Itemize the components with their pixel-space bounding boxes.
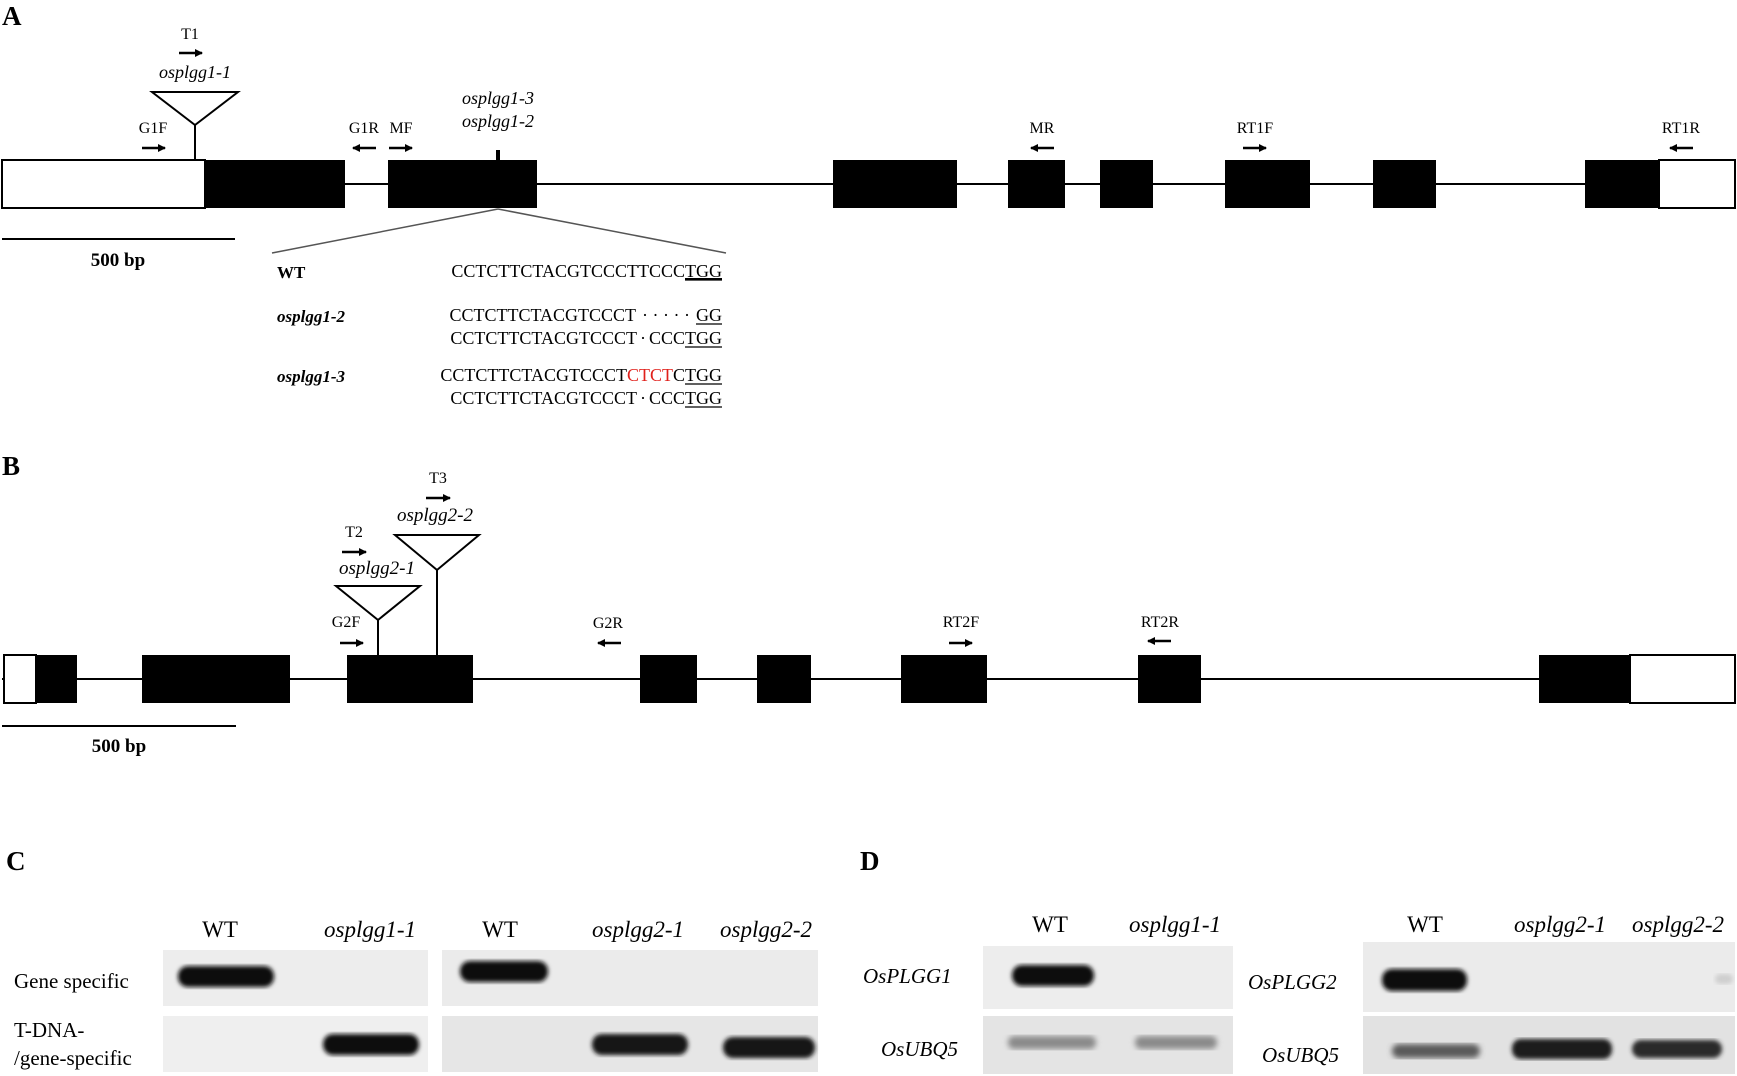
c-gel-left-top xyxy=(163,950,428,1006)
gene1-exon-6 xyxy=(1225,160,1310,208)
gene2-5utr xyxy=(3,654,37,704)
d-band-wt-osplgg2 xyxy=(1382,969,1467,991)
primer-rt2r-label: RT2R xyxy=(1141,614,1179,631)
d-row-osplgg2: OsPLGG2 xyxy=(1248,970,1337,994)
d-band-osplgg2-2-osubq5 xyxy=(1632,1040,1722,1058)
gene1-exon-3 xyxy=(833,160,957,208)
d-band-osplgg1-1-osubq5 xyxy=(1135,1036,1217,1049)
d-gel-right-bottom xyxy=(1363,1016,1735,1074)
primer-mr-label: MR xyxy=(1030,120,1055,137)
d-row-osplgg1: OsPLGG1 xyxy=(863,964,952,988)
gene1-exon-5 xyxy=(1100,160,1153,208)
d-gel-left-bottom xyxy=(983,1016,1233,1074)
primer-rt1r-label: RT1R xyxy=(1662,120,1700,137)
gene1-exon-2 xyxy=(388,160,537,208)
d-lane-osplgg2-2: osplgg2-2 xyxy=(1632,912,1724,937)
sequence-alignment: WT CCTCTTCTACGTCCCTTCCCTGG osplgg1-2 CCT… xyxy=(277,261,722,408)
c-gel-left-bottom xyxy=(163,1016,428,1072)
panel-label-b: B xyxy=(2,451,20,481)
c-band-wt-gene2 xyxy=(460,961,548,982)
gene1-structure xyxy=(1,159,1736,209)
primer-mf-label: MF xyxy=(389,120,412,137)
c-lane-wt-1: WT xyxy=(202,917,238,942)
crispr-osplgg1-3-label: osplgg1-3 xyxy=(462,88,534,108)
d-band-wt-osplgg1 xyxy=(1012,965,1094,986)
primer-g2f-label: G2F xyxy=(332,614,361,631)
crispr-osplgg1-2-label: osplgg1-2 xyxy=(462,111,534,131)
gene1-exon-7 xyxy=(1373,160,1436,208)
gene1-exon-8 xyxy=(1585,160,1659,208)
d-band-osplgg2-1-osubq5 xyxy=(1512,1039,1612,1059)
c-band-osplgg2-2-tdna xyxy=(723,1037,815,1058)
c-gel-right-bottom xyxy=(442,1016,818,1072)
c-lane-osplgg2-1: osplgg2-1 xyxy=(592,917,684,942)
c-gel-right-top xyxy=(442,950,818,1006)
seq-osplgg1-3-a: CCTCTTCTACGTCCCTCTCTCTGG xyxy=(440,365,722,385)
c-band-wt-gene1 xyxy=(178,966,274,987)
gene2-exon-4 xyxy=(640,655,697,703)
gene2-exon-5 xyxy=(757,655,811,703)
primer-g2r-label: G2R xyxy=(593,615,624,632)
d-band-osplgg2-2-faint xyxy=(1715,974,1733,984)
gene2-3utr xyxy=(1629,654,1736,704)
c-lane-osplgg1-1: osplgg1-1 xyxy=(324,917,416,942)
c-band-osplgg1-1-tdna xyxy=(323,1034,419,1055)
primer-t1-label: T1 xyxy=(181,26,199,43)
gene2-exon-6 xyxy=(901,655,987,703)
gene1-exon-4 xyxy=(1008,160,1065,208)
primer-g1f-label: G1F xyxy=(139,120,168,137)
gene1-exon-1 xyxy=(205,160,345,208)
d-gel-right-top xyxy=(1363,942,1735,1012)
zoom-line-right xyxy=(497,208,727,254)
panel-label-d: D xyxy=(860,846,880,876)
tdna-insertion-osplgg1-1 xyxy=(149,91,241,160)
d-row-osubq5-left: OsUBQ5 xyxy=(881,1037,958,1061)
primer-t2-label: T2 xyxy=(345,524,363,541)
seq-osplgg1-2-a: CCTCTTCTACGTCCCT· · · · ·GG xyxy=(449,305,722,325)
c-lane-osplgg2-2: osplgg2-2 xyxy=(720,917,812,942)
seq-osplgg1-3-label: osplgg1-3 xyxy=(277,367,346,386)
d-row-osubq5-right: OsUBQ5 xyxy=(1262,1043,1339,1067)
seq-osplgg1-2-label: osplgg1-2 xyxy=(277,307,346,326)
gene2-exon-1 xyxy=(36,655,77,703)
scale-bar-a-label: 500 bp xyxy=(91,250,145,271)
seq-wt-label: WT xyxy=(277,263,306,282)
d-lane-wt-2: WT xyxy=(1407,912,1443,937)
gene2-exon-7 xyxy=(1138,655,1201,703)
gene2-structure xyxy=(2,654,1736,704)
insertion-osplgg2-1-label: osplgg2-1 xyxy=(339,558,415,579)
panel-label-a: A xyxy=(2,1,22,31)
tdna-insertion-osplgg2-1 xyxy=(333,585,423,655)
insertion-osplgg2-2-label: osplgg2-2 xyxy=(397,505,474,526)
gene2-exon-8 xyxy=(1539,655,1630,703)
d-band-wt-osubq5-right xyxy=(1392,1044,1480,1058)
insertion-osplgg1-1-label: osplgg1-1 xyxy=(159,62,231,82)
panel-label-c: C xyxy=(6,846,26,876)
primer-t3-label: T3 xyxy=(429,470,447,487)
d-gel-left-top xyxy=(983,946,1233,1009)
gene2-exon-3 xyxy=(347,655,473,703)
seq-wt: CCTCTTCTACGTCCCTTCCCTGG xyxy=(451,261,722,281)
c-row-gene-specific: Gene specific xyxy=(14,969,129,993)
c-band-osplgg2-1-tdna xyxy=(592,1034,688,1055)
gene2-exon-2 xyxy=(142,655,290,703)
seq-osplgg1-3-b: CCTCTTCTACGTCCCT·CCCTGG xyxy=(450,388,722,408)
gene1-3utr xyxy=(1658,159,1736,209)
c-lane-wt-2: WT xyxy=(482,917,518,942)
c-row-tdna-2: /gene-specific xyxy=(14,1046,132,1070)
d-lane-osplgg2-1: osplgg2-1 xyxy=(1514,912,1606,937)
primer-rt1f-label: RT1F xyxy=(1237,120,1273,137)
seq-osplgg1-2-b: CCTCTTCTACGTCCCT·CCCTGG xyxy=(450,328,722,348)
primer-rt2f-label: RT2F xyxy=(943,614,979,631)
zoom-line-left xyxy=(271,208,499,254)
c-row-tdna-1: T-DNA- xyxy=(14,1018,84,1042)
gene1-5utr xyxy=(1,159,206,209)
d-lane-wt-1: WT xyxy=(1032,912,1068,937)
tdna-insertion-osplgg2-2 xyxy=(392,534,482,655)
d-lane-osplgg1-1: osplgg1-1 xyxy=(1129,912,1221,937)
d-band-wt-osubq5-left xyxy=(1008,1036,1096,1049)
primer-g1r-label: G1R xyxy=(349,120,380,137)
scale-bar-b-label: 500 bp xyxy=(92,736,146,757)
